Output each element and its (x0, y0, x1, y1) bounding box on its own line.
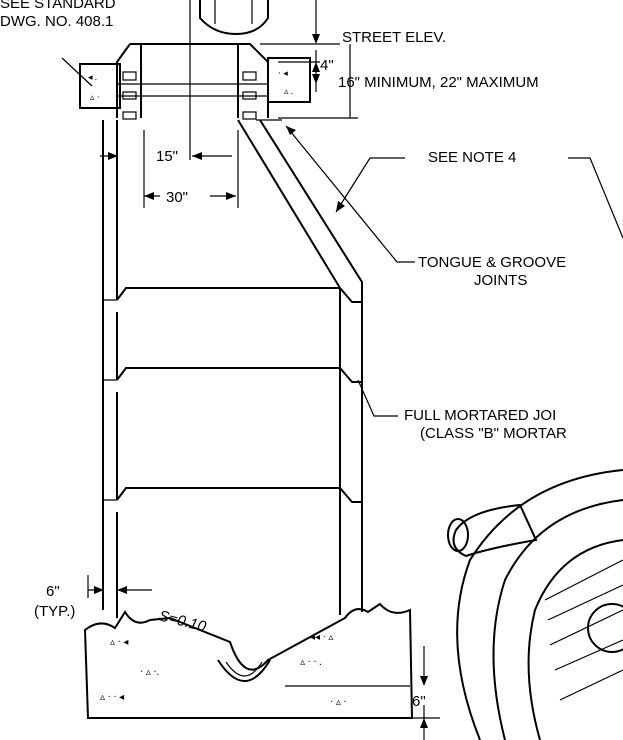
label-tongue-groove: TONGUE & GROOVE (418, 254, 566, 271)
frame-grade-ring (116, 43, 269, 120)
manhole-cover-casting (199, 0, 269, 36)
label-joints: JOINTS (474, 272, 527, 289)
label-dim-16-22: 16" MINIMUM, 22" MAXIMUM (338, 74, 539, 91)
label-full-mortared: FULL MORTARED JOI (404, 407, 556, 424)
label-see-standard: SEE STANDARD (0, 0, 116, 12)
label-class-b-mortar: (CLASS "B" MORTAR (420, 425, 567, 442)
label-dim-6-bottom: 6" (412, 693, 426, 710)
svg-text:· ▵ ·: · ▵ · (330, 697, 347, 708)
svg-text:▵ .: ▵ . (284, 86, 293, 96)
label-slope: S=0.10 (157, 607, 208, 635)
dimension-vertical-top (260, 0, 358, 119)
svg-text:▵ ·: ▵ · (90, 92, 100, 102)
svg-text:▵ · · .: ▵ · · . (300, 657, 322, 668)
manhole-walls (102, 119, 363, 618)
svg-text:◂ .: ◂ . (88, 72, 97, 82)
label-dwg-no: DWG. NO. 408.1 (0, 13, 113, 30)
svg-text:· ◂: · ◂ (278, 68, 288, 78)
concrete-collar: ◂ . ▵ · · ◂ ▵ . (79, 57, 311, 109)
base-slab: ▵ · ◂ · ▵ ·. ▵ · · ◂ ◂◂ · ▵ ▵ · · . · ▵ … (83, 602, 414, 719)
svg-text:· ▵ ·.: · ▵ ·. (140, 667, 159, 678)
svg-text:◂◂ · ▵: ◂◂ · ▵ (310, 632, 333, 643)
label-dim-30: 30" (166, 189, 188, 206)
label-typ: (TYP.) (34, 603, 75, 620)
dimension-horizontal (100, 130, 239, 208)
label-see-note-4: SEE NOTE 4 (428, 149, 516, 166)
label-dim-15: 15" (156, 148, 178, 165)
label-street-elev: STREET ELEV. (342, 29, 446, 46)
leader-lines (61, 57, 623, 740)
svg-text:▵ · · ◂: ▵ · · ◂ (100, 692, 124, 703)
label-dim-4: 4" (320, 57, 334, 74)
manhole-perspective-sketch (447, 469, 623, 740)
svg-text:▵ · ◂: ▵ · ◂ (110, 637, 128, 648)
label-dim-6-typ: 6" (46, 583, 60, 600)
